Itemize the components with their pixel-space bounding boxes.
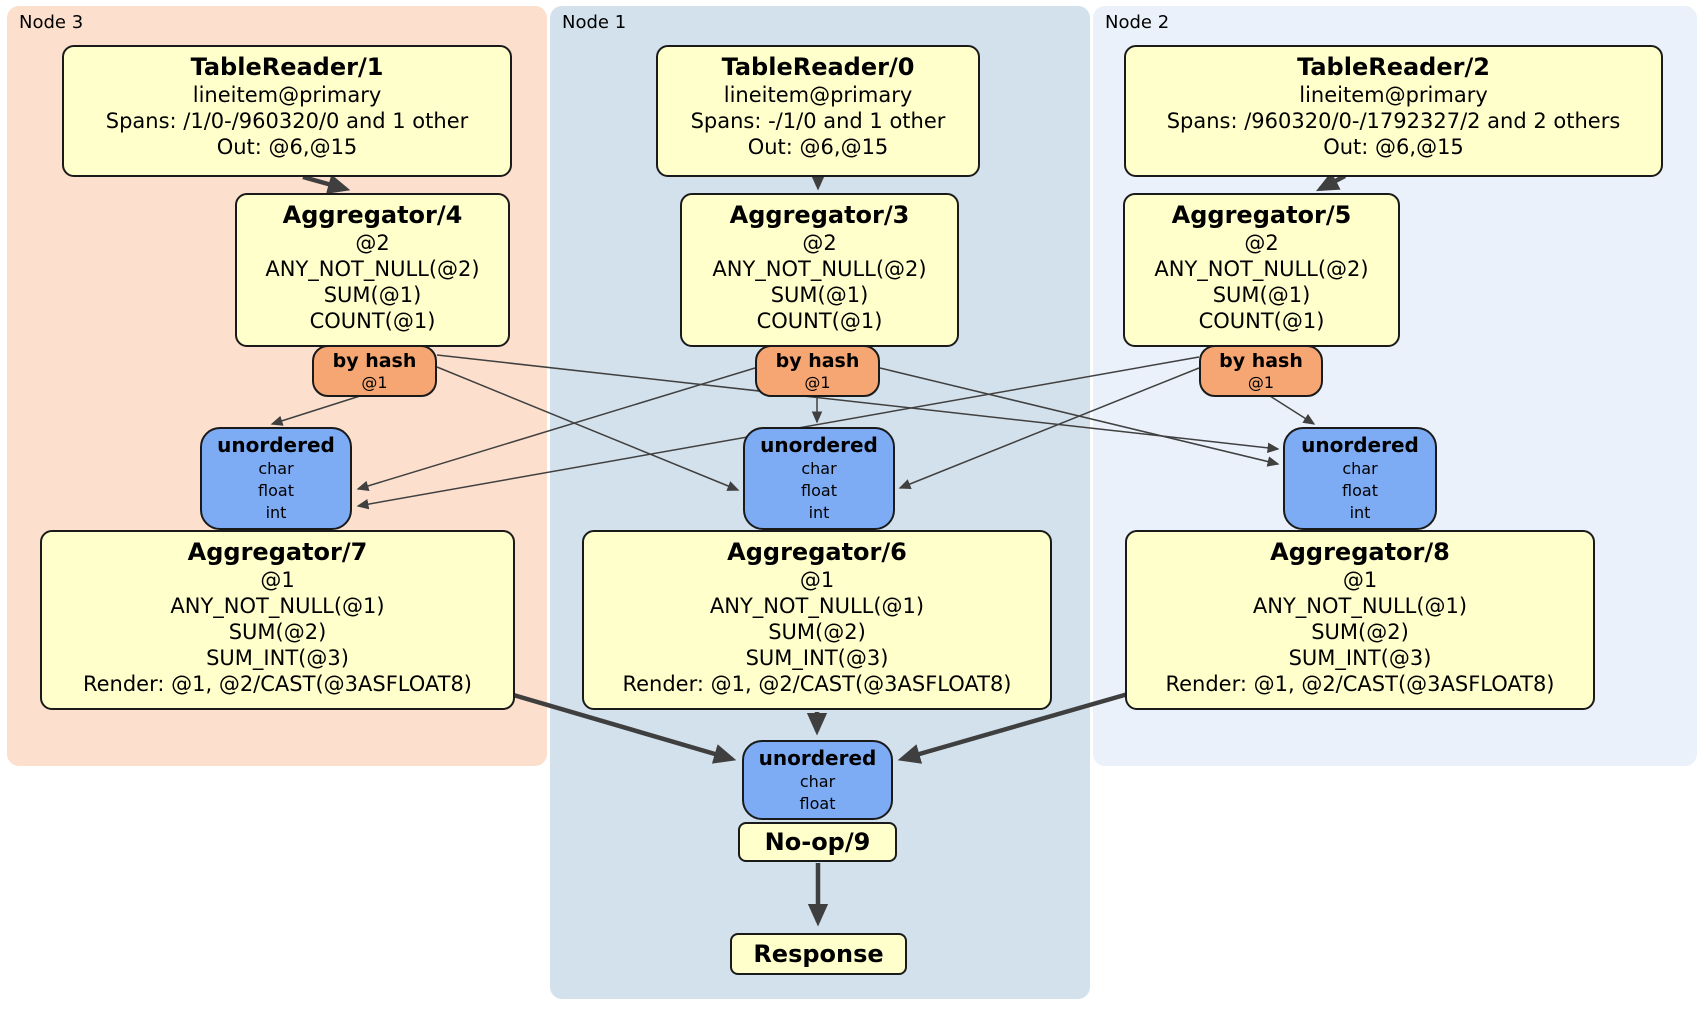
router-title: by hash (775, 350, 860, 372)
sync-column: float (1342, 481, 1378, 500)
processor-detail: ANY_NOT_NULL(@2) (265, 257, 480, 281)
router-by-hash-node1: by hash @1 (755, 345, 880, 397)
router-by-hash-node3: by hash @1 (312, 345, 437, 397)
router-detail: @1 (804, 373, 831, 392)
processor-detail: SUM(@2) (1311, 620, 1409, 644)
sync-title: unordered (1301, 433, 1419, 457)
processor-detail: Spans: -/1/0 and 1 other (690, 109, 946, 133)
sync-column: float (799, 794, 836, 813)
processor-aggregator-7: Aggregator/7 @1 ANY_NOT_NULL(@1) SUM(@2)… (40, 530, 515, 710)
router-detail: @1 (1247, 373, 1275, 392)
processor-detail: SUM_INT(@3) (1288, 646, 1432, 670)
processor-aggregator-8: Aggregator/8 @1 ANY_NOT_NULL(@1) SUM(@2)… (1125, 530, 1595, 710)
processor-detail: @1 (799, 568, 835, 592)
processor-detail: SUM_INT(@3) (206, 646, 349, 670)
processor-title: Aggregator/5 (1171, 201, 1352, 229)
processor-tablereader-1: TableReader/1 lineitem@primary Spans: /1… (62, 45, 512, 177)
processor-detail: SUM(@1) (323, 283, 422, 307)
processor-detail: Render: @1, @2/CAST(@3ASFLOAT8) (82, 672, 473, 696)
processor-detail: Render: @1, @2/CAST(@3ASFLOAT8) (622, 672, 1012, 696)
processor-tablereader-2: TableReader/2 lineitem@primary Spans: /9… (1124, 45, 1663, 177)
processor-detail: lineitem@primary (723, 83, 913, 107)
processor-detail: Out: @6,@15 (216, 135, 358, 159)
region-node1-label: Node 1 (562, 12, 627, 33)
processor-detail: ANY_NOT_NULL(@2) (1154, 257, 1369, 281)
processor-detail: Out: @6,@15 (747, 135, 889, 159)
processor-detail: COUNT(@1) (309, 309, 436, 333)
router-by-hash-node2: by hash @1 (1199, 345, 1323, 397)
processor-detail: COUNT(@1) (756, 309, 883, 333)
processor-detail: SUM(@2) (768, 620, 866, 644)
processor-detail: ANY_NOT_NULL(@1) (170, 594, 385, 618)
processor-aggregator-6: Aggregator/6 @1 ANY_NOT_NULL(@1) SUM(@2)… (582, 530, 1052, 710)
processor-title: Response (753, 940, 884, 968)
processor-detail: SUM(@1) (770, 283, 869, 307)
sync-unordered-final: unordered char float (742, 740, 893, 820)
processor-title: Aggregator/7 (187, 538, 368, 566)
processor-detail: Spans: /960320/0-/1792327/2 and 2 others (1166, 109, 1621, 133)
processor-detail: @1 (1342, 568, 1378, 592)
processor-detail: SUM(@1) (1212, 283, 1311, 307)
processor-detail: lineitem@primary (192, 83, 382, 107)
processor-detail: Render: @1, @2/CAST(@3ASFLOAT8) (1165, 672, 1555, 696)
processor-detail: ANY_NOT_NULL(@1) (1252, 594, 1468, 618)
region-node3-label: Node 3 (19, 12, 84, 33)
sync-column: int (808, 503, 830, 522)
processor-detail: COUNT(@1) (1198, 309, 1325, 333)
router-detail: @1 (361, 373, 388, 392)
sync-title: unordered (758, 746, 877, 770)
processor-title: Aggregator/3 (729, 201, 910, 229)
processor-title: Aggregator/4 (282, 201, 463, 229)
processor-aggregator-5: Aggregator/5 @2 ANY_NOT_NULL(@2) SUM(@1)… (1123, 193, 1400, 347)
router-title: by hash (1219, 350, 1303, 372)
processor-detail: SUM_INT(@3) (745, 646, 889, 670)
processor-aggregator-4: Aggregator/4 @2 ANY_NOT_NULL(@2) SUM(@1)… (235, 193, 510, 347)
processor-detail: @1 (260, 568, 295, 592)
sync-column: int (1349, 503, 1371, 522)
region-node2-label: Node 2 (1105, 12, 1170, 33)
sync-unordered-node2: unordered char float int (1283, 427, 1437, 530)
sync-column: float (801, 481, 837, 500)
processor-detail: SUM(@2) (228, 620, 327, 644)
sync-title: unordered (217, 433, 335, 457)
sync-unordered-node3: unordered char float int (200, 427, 352, 530)
sync-column: char (258, 459, 294, 478)
processor-detail: lineitem@primary (1299, 83, 1488, 107)
flow-edges (302, 168, 1347, 927)
processor-title: Aggregator/6 (727, 538, 907, 566)
sync-column: float (258, 481, 294, 500)
processor-title: TableReader/1 (190, 53, 384, 81)
processor-detail: ANY_NOT_NULL(@1) (709, 594, 925, 618)
processor-title: TableReader/2 (1297, 53, 1490, 81)
processor-response: Response (730, 933, 907, 975)
processor-title: No-op/9 (764, 828, 871, 856)
sync-column: int (265, 503, 287, 522)
processor-detail: Out: @6,@15 (1323, 135, 1464, 159)
processor-tablereader-0: TableReader/0 lineitem@primary Spans: -/… (656, 45, 980, 177)
processor-detail: @2 (355, 231, 390, 255)
router-title: by hash (332, 350, 417, 372)
sync-column: char (1342, 459, 1378, 478)
processor-detail: Spans: /1/0-/960320/0 and 1 other (105, 109, 469, 133)
sync-column: char (801, 459, 837, 478)
processor-detail: @2 (1244, 231, 1279, 255)
processor-aggregator-3: Aggregator/3 @2 ANY_NOT_NULL(@2) SUM(@1)… (680, 193, 959, 347)
processor-noop-9: No-op/9 (738, 822, 897, 862)
processor-detail: ANY_NOT_NULL(@2) (712, 257, 927, 281)
processor-title: Aggregator/8 (1270, 538, 1450, 566)
sync-unordered-node1: unordered char float int (743, 427, 895, 530)
sync-column: char (799, 772, 836, 791)
processor-detail: @2 (802, 231, 837, 255)
processor-title: TableReader/0 (721, 53, 915, 81)
sync-title: unordered (760, 433, 878, 457)
